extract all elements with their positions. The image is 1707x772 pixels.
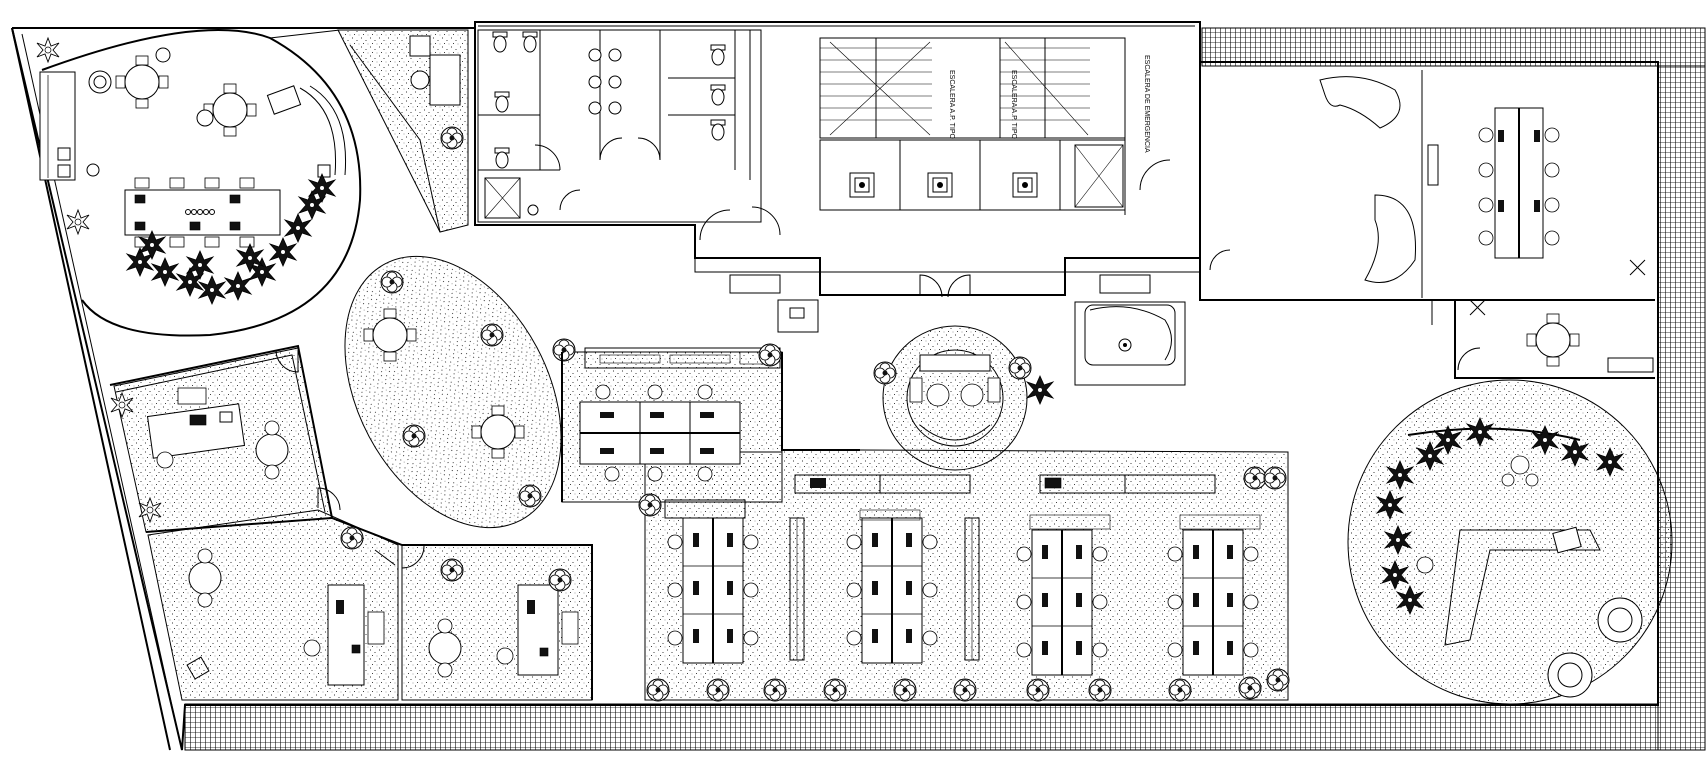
office-left-1	[110, 349, 299, 523]
reception-pod	[777, 299, 1176, 366]
elevator-icon	[1012, 172, 1038, 198]
office-left-3	[401, 545, 579, 678]
stair-label-1: ESCALERA A.P. TIPO	[948, 70, 955, 140]
meeting-room-top-right	[1427, 107, 1560, 259]
elevator-icon	[927, 172, 953, 198]
office-partitions	[109, 344, 593, 700]
small-office-right	[1431, 299, 1654, 373]
lounge-area	[39, 28, 362, 337]
meeting-pod	[873, 349, 1054, 447]
elevator-icon	[849, 172, 875, 198]
core: ESCALERA A.P. TIPO ESCALERA A.P. TIPO ES…	[699, 37, 1171, 298]
restrooms	[477, 29, 762, 223]
stairs-right	[1000, 38, 1090, 138]
planter-wedge	[349, 35, 464, 233]
stair-label-2: ESCALERA A.P. TIPO	[1010, 70, 1017, 140]
lobby-curved-benches	[1209, 76, 1646, 283]
circular-lounge-right	[1376, 417, 1643, 698]
workstations-top	[552, 338, 860, 517]
lounge-plants	[36, 37, 336, 305]
open-office	[664, 474, 1261, 676]
office-left-2	[186, 487, 396, 686]
stairs-left	[820, 38, 932, 138]
stair-label-emergency: ESCALERA DE EMERGENCIA	[1143, 55, 1150, 153]
